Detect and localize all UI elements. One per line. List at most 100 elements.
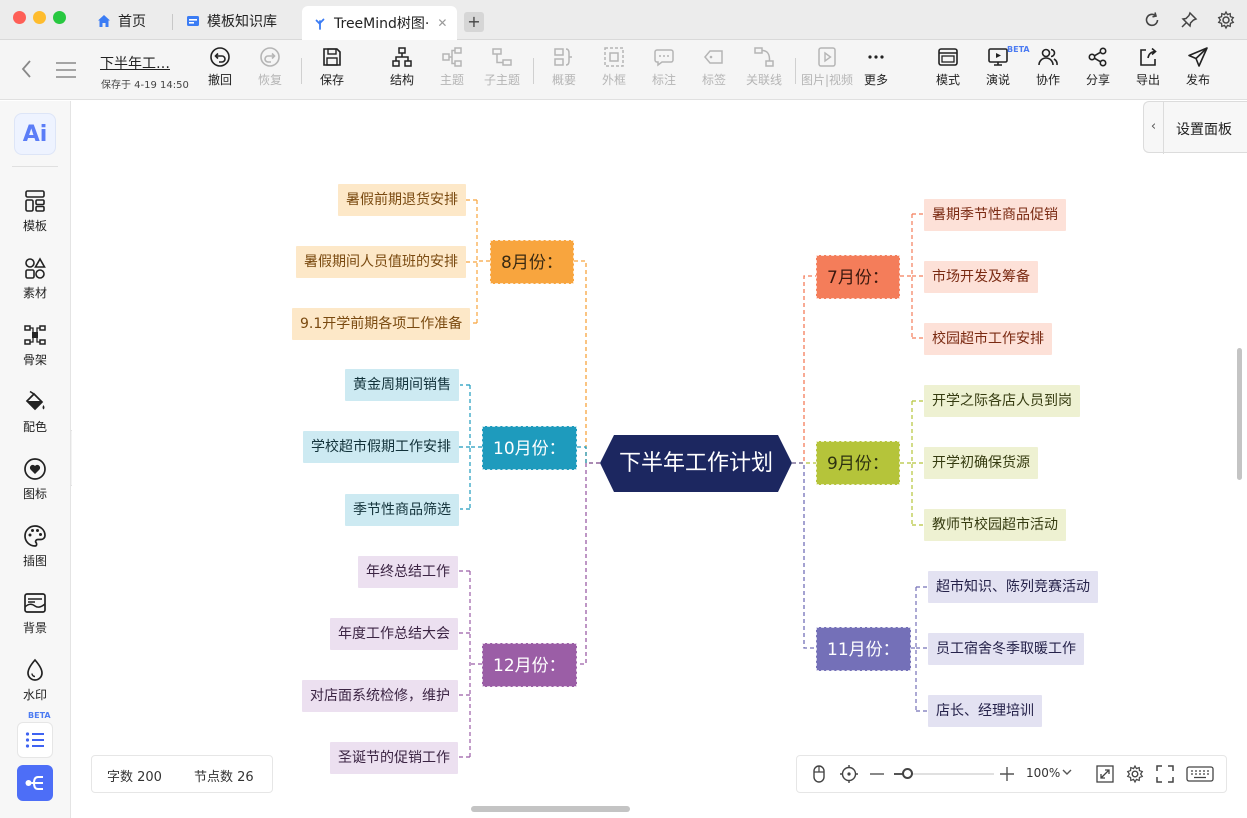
note-button[interactable]: 标注 (640, 46, 688, 88)
settings-panel-toggle[interactable]: ‹ 设置面板 (1143, 101, 1247, 154)
template-icon (25, 190, 45, 212)
add-tab-button[interactable]: + (464, 12, 484, 32)
collaborate-label: 协作 (1035, 73, 1060, 87)
mode-button[interactable]: 模式 (924, 46, 972, 88)
topic-sep-1[interactable]: 开学之际各店人员到岗 (924, 385, 1080, 417)
locate-icon[interactable] (839, 764, 859, 784)
more-button[interactable]: 更多 (852, 46, 900, 88)
topic-oct-1[interactable]: 黄金周期间销售 (345, 369, 459, 401)
sidebar-item-watermark[interactable]: 水印 (0, 658, 70, 703)
sidebar-item-icons[interactable]: 图标 (0, 457, 70, 502)
mindmap-view-button[interactable] (17, 765, 53, 801)
sidebar-item-background[interactable]: 背景 (0, 591, 70, 636)
connector-aug (573, 260, 600, 464)
tag-button[interactable]: 标签 (690, 46, 738, 88)
share-button[interactable]: 分享 (1074, 46, 1122, 88)
publish-button[interactable]: 发布 (1174, 46, 1222, 88)
document-title[interactable]: 下半年工… (100, 56, 170, 72)
branch-aug[interactable]: 8月份： (490, 240, 574, 284)
chevron-left-icon[interactable]: ‹ (1144, 102, 1164, 154)
tab-treemind-document[interactable]: TreeMind树图· ✕ (302, 6, 458, 40)
topic-dec-1[interactable]: 年终总结工作 (358, 556, 458, 588)
outline-view-button[interactable] (17, 722, 53, 758)
topic-dec-2[interactable]: 年度工作总结大会 (330, 618, 458, 650)
ai-assistant-button[interactable]: Ai (14, 113, 56, 155)
refresh-icon[interactable] (1142, 10, 1162, 30)
sidebar-item-template[interactable]: 模板 (0, 189, 70, 234)
branch-nov[interactable]: 11月份： (816, 627, 911, 671)
keyboard-icon[interactable] (1186, 764, 1214, 784)
title-bar: 首页 模板知识库 TreeMind树图· ✕ + (0, 0, 1247, 40)
topic-oct-2[interactable]: 学校超市假期工作安排 (303, 431, 459, 463)
redo-button[interactable]: 恢复 (246, 46, 294, 88)
zoom-slider-track[interactable] (894, 773, 994, 775)
gear-icon[interactable] (1216, 10, 1236, 30)
branch-oct[interactable]: 10月份： (482, 426, 577, 470)
publish-label: 发布 (1185, 73, 1210, 87)
topic-nov-2[interactable]: 员工宿舍冬季取暖工作 (928, 633, 1084, 665)
fullscreen-icon[interactable] (1155, 764, 1175, 784)
topic-sep-3[interactable]: 教师节校园超市活动 (924, 509, 1066, 541)
central-topic-shape[interactable] (600, 435, 792, 492)
topic-nov-3[interactable]: 店长、经理培训 (928, 695, 1042, 727)
subtopic-button[interactable]: 子主题 (478, 46, 526, 88)
menu-icon[interactable] (54, 60, 78, 80)
mindmap-canvas[interactable]: 下半年工作计划 8月份： 暑假前期退货安排 暑假期间人员值班的安排 9.1开学前… (72, 101, 1247, 818)
sidebar-item-illustration[interactable]: 插图 (0, 524, 70, 569)
relation-line-button[interactable]: 关联线 (740, 46, 788, 88)
save-button[interactable]: 保存 (308, 46, 356, 88)
vertical-scrollbar[interactable] (1237, 348, 1242, 480)
present-button[interactable]: 演说 (974, 46, 1022, 88)
central-topic[interactable]: 下半年工作计划 (618, 451, 773, 476)
more-icon (868, 55, 884, 59)
topic-oct-3[interactable]: 季节性商品筛选 (345, 494, 459, 526)
topic-dec-4[interactable]: 圣诞节的促销工作 (330, 742, 458, 774)
topic-jul-3[interactable]: 校园超市工作安排 (924, 323, 1052, 355)
tab-close-icon[interactable]: ✕ (437, 16, 448, 30)
mouse-icon[interactable] (809, 764, 829, 784)
structure-button[interactable]: 结构 (378, 46, 426, 88)
topic-aug-2[interactable]: 暑假期间人员值班的安排 (296, 246, 466, 278)
zoom-out-icon[interactable] (867, 764, 887, 784)
maximize-window-button[interactable] (53, 11, 66, 24)
zoom-slider-handle[interactable] (902, 768, 913, 779)
undo-button[interactable]: 撤回 (196, 46, 244, 88)
close-window-button[interactable] (13, 11, 26, 24)
settings-gear-icon[interactable] (1125, 764, 1145, 784)
topic-jul-1[interactable]: 暑期季节性商品促销 (924, 199, 1066, 231)
topic-aug-3[interactable]: 9.1开学前期各项工作准备 (292, 308, 471, 340)
chevron-down-icon[interactable] (1060, 765, 1074, 779)
summary-button[interactable]: 概要 (540, 46, 588, 88)
sidebar-item-skeleton[interactable]: 骨架 (0, 323, 70, 368)
toolbar: 下半年工… 保存于 4-19 14:50 撤回 恢复 保存 结构 主题 子主题 … (0, 40, 1247, 100)
topic-sep-2[interactable]: 开学初确保货源 (924, 447, 1038, 479)
sidebar-item-assets[interactable]: 素材 (0, 256, 70, 301)
present-label: 演说 (985, 73, 1010, 87)
callout-icon (654, 49, 674, 67)
frame-button[interactable]: 外框 (590, 46, 638, 88)
minimize-window-button[interactable] (33, 11, 46, 24)
connector-dec-children (458, 570, 482, 758)
topic-dec-3[interactable]: 对店面系统检修，维护 (302, 680, 458, 712)
topic-button[interactable]: 主题 (428, 46, 476, 88)
horizontal-scrollbar[interactable] (471, 806, 630, 812)
zoom-level[interactable]: 100% (1026, 766, 1061, 780)
tab-home[interactable]: 首页 (86, 6, 156, 36)
collaborate-button[interactable]: 协作 (1024, 46, 1072, 88)
tab-template-library[interactable]: 模板知识库 (175, 6, 287, 36)
branch-jul[interactable]: 7月份： (816, 255, 900, 299)
sidebar-item-label: 配色 (22, 420, 47, 434)
topic-nov-1[interactable]: 超市知识、陈列竞赛活动 (928, 571, 1098, 603)
zoom-in-icon[interactable] (997, 764, 1017, 784)
fit-screen-icon[interactable] (1095, 764, 1115, 784)
media-button[interactable]: 图片|视频 (798, 46, 856, 88)
tab-label: 模板知识库 (207, 14, 277, 30)
sidebar-item-color-scheme[interactable]: 配色 (0, 390, 70, 435)
branch-sep[interactable]: 9月份： (816, 441, 900, 485)
branch-dec[interactable]: 12月份： (482, 643, 577, 687)
pin-icon[interactable] (1179, 10, 1199, 30)
topic-aug-1[interactable]: 暑假前期退货安排 (338, 184, 466, 216)
back-arrow-icon[interactable] (18, 58, 36, 80)
export-button[interactable]: 导出 (1124, 46, 1172, 88)
topic-jul-2[interactable]: 市场开发及筹备 (924, 261, 1038, 293)
